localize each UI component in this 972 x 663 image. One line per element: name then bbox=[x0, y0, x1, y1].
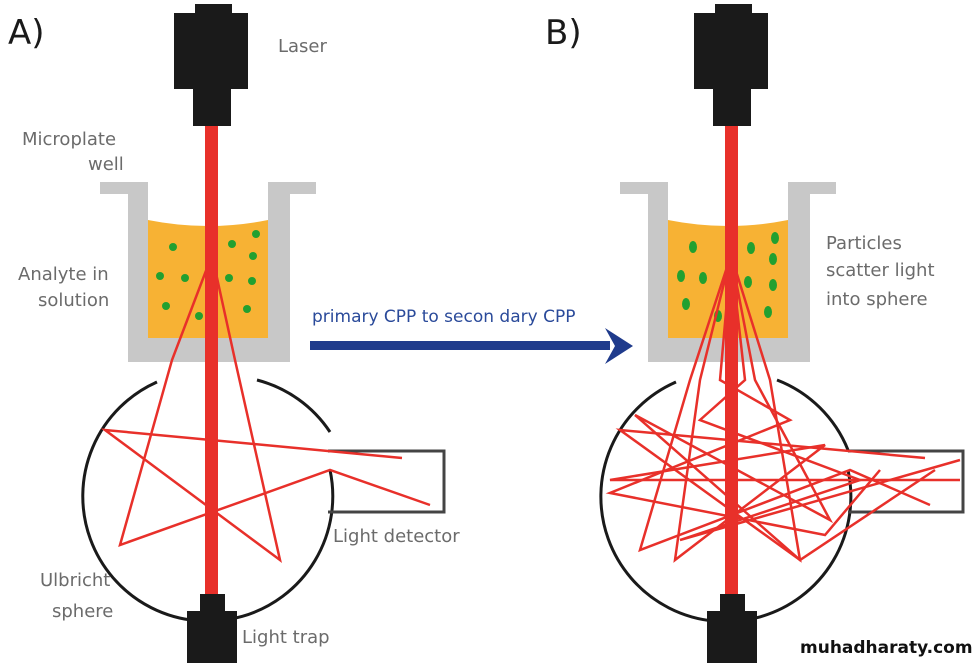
ulbricht-sphere-a bbox=[81, 378, 335, 623]
sphere-label-line1: Ulbricht bbox=[40, 570, 110, 591]
laser-device-a bbox=[174, 4, 248, 126]
analyte-label-line2: solution bbox=[38, 290, 109, 311]
ulbricht-sphere-b bbox=[599, 378, 853, 624]
light-trap-a bbox=[187, 594, 237, 663]
particles-label-line1: Particles bbox=[826, 233, 902, 254]
panel-a-label: A) bbox=[8, 13, 45, 53]
arrow-head-icon bbox=[605, 328, 633, 364]
particles-label-line3: into sphere bbox=[826, 289, 928, 310]
well-label-line2: well bbox=[88, 154, 124, 175]
panel-a: A) Laser Microplate well Analy bbox=[8, 4, 460, 663]
particles-a bbox=[156, 230, 260, 320]
laser-beam-a bbox=[205, 126, 218, 596]
watermark: muhadharaty.com bbox=[800, 638, 972, 658]
laser-device-b bbox=[694, 4, 768, 126]
light-trap-label: Light trap bbox=[242, 627, 330, 648]
scattered-rays-a bbox=[100, 254, 431, 564]
light-trap-b bbox=[707, 594, 757, 663]
light-detector-label: Light detector bbox=[333, 526, 460, 547]
light-detector-b bbox=[848, 449, 965, 514]
analyte-label-line1: Analyte in bbox=[18, 264, 109, 285]
laser-label: Laser bbox=[278, 36, 328, 57]
particles-label-line2: scatter light bbox=[826, 260, 935, 281]
panel-b: B) Particles scatter light into sphere bbox=[545, 4, 965, 663]
well-label-line1: Microplate bbox=[22, 129, 116, 150]
arrow-label: primary CPP to secon dary CPP bbox=[312, 307, 575, 327]
transition-arrow: primary CPP to secon dary CPP bbox=[310, 307, 633, 364]
light-detector-a-box bbox=[328, 449, 446, 514]
sphere-label-line2: sphere bbox=[52, 601, 113, 622]
panel-b-label: B) bbox=[545, 13, 582, 53]
laser-beam-b bbox=[725, 126, 738, 596]
